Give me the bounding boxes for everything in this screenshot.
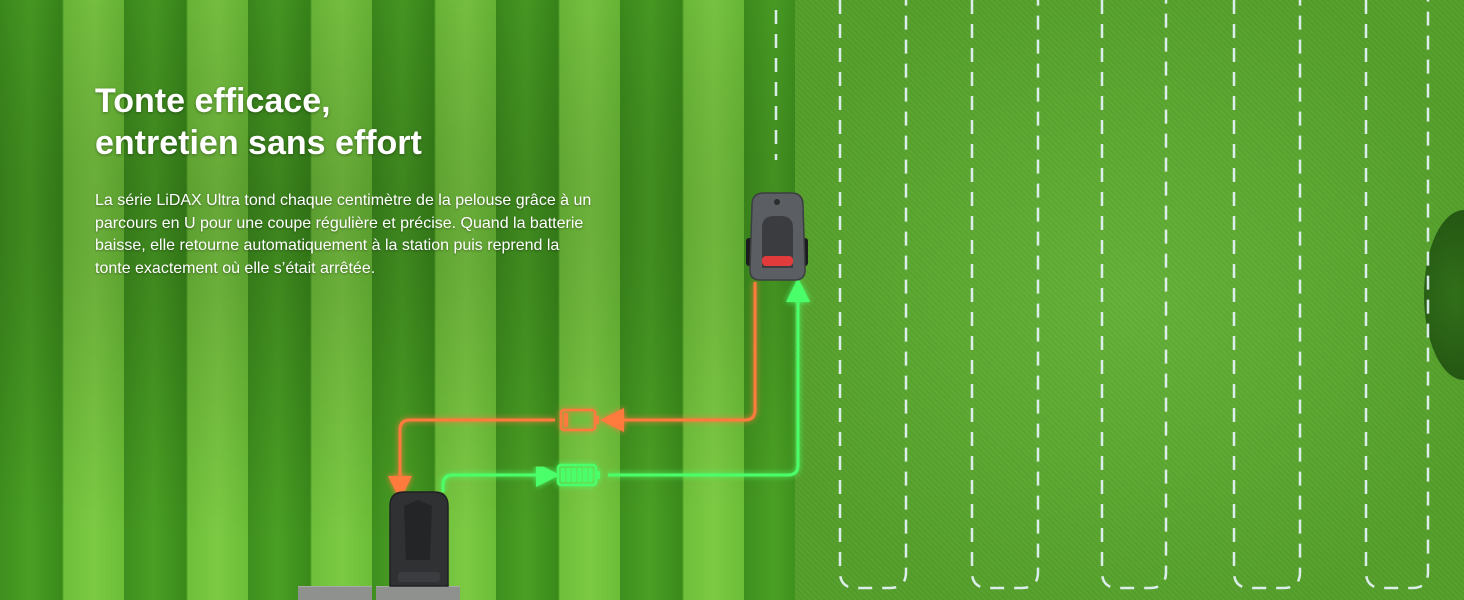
- mower-stop-button: [762, 256, 793, 266]
- resume-path: [441, 463, 560, 492]
- battery-segment: [561, 468, 565, 482]
- mowing-pattern-u: [1364, 0, 1430, 590]
- battery-segment: [572, 468, 576, 482]
- station-panel: [404, 500, 432, 560]
- charging-station: [389, 491, 449, 587]
- battery-segment: [588, 468, 593, 482]
- mower-panel: [762, 216, 793, 268]
- mowing-pattern-u: [970, 0, 1040, 590]
- battery-low-icon: [559, 408, 599, 432]
- headline: Tonte efficace, entretien sans effort: [95, 80, 422, 164]
- headline-line-1: Tonte efficace,: [95, 82, 331, 120]
- description: La série LiDAX Ultra tond chaque centimè…: [95, 192, 592, 277]
- battery-segment: [566, 468, 571, 482]
- mowing-pattern-u: [1100, 0, 1168, 590]
- station-base: [398, 572, 440, 582]
- battery-full-icon: [556, 463, 600, 487]
- return-path: [388, 418, 555, 500]
- battery-segment: [583, 468, 587, 482]
- battery-full-fill: [561, 468, 593, 482]
- battery-segment: [577, 468, 582, 482]
- return-path: [600, 282, 757, 432]
- resume-path: [608, 278, 810, 477]
- robot-mower: [746, 192, 808, 281]
- mower-sensor: [774, 199, 780, 205]
- mowing-pattern: [774, 0, 1430, 590]
- mowing-pattern-u: [1232, 0, 1302, 590]
- paving-slab: [298, 586, 372, 600]
- battery-low-fill: [564, 413, 568, 427]
- mowing-pattern-u: [838, 0, 908, 590]
- headline-line-2: entretien sans effort: [95, 124, 422, 162]
